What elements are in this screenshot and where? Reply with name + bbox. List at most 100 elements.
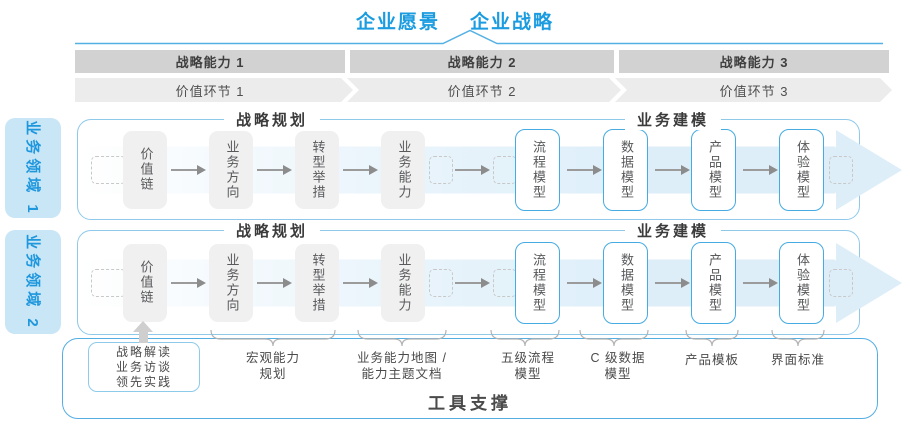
business-domain-tab-1: 业务领域 1: [5, 118, 61, 218]
annotation-line: 产品模板: [684, 353, 740, 367]
value-link-label-3: 价值环节 3: [619, 78, 889, 102]
annotation-line: 界面标准: [770, 353, 826, 367]
brace-icon: [357, 329, 447, 347]
annotation-macro-capability: 宏观能力 规划: [246, 350, 300, 382]
process-box-label: 业务方向: [224, 252, 240, 313]
annotation-product-template: 产品模板: [685, 352, 739, 368]
flow-arrow-icon: [743, 277, 778, 288]
process-box-label: 业务能力: [396, 252, 412, 313]
tool-support-container: 工具支撑: [62, 338, 878, 419]
process-box-value-chain: 价值链: [123, 130, 167, 209]
flow-arrow-icon: [567, 277, 602, 288]
flow-arrow-icon: [257, 164, 292, 175]
business-domain-label: 业务领域 2: [23, 233, 41, 331]
value-link-text: 价值环节 2: [447, 83, 517, 99]
process-box-data-model: 数据模型: [603, 241, 648, 324]
annotation-line: 规划: [259, 367, 287, 381]
brace-icon: [685, 329, 739, 347]
value-link-label-2: 价值环节 2: [350, 78, 614, 102]
dashed-placeholder: [91, 155, 126, 184]
process-box-business-capability: 业务能力: [381, 130, 425, 209]
dashed-placeholder: [493, 155, 517, 184]
section-title-business-modeling: 业务建模: [624, 220, 722, 241]
process-box-transformation: 转型举措: [295, 130, 339, 209]
brace-icon: [490, 329, 560, 347]
process-box-label: 产品模型: [706, 252, 722, 313]
big-flow-arrow-icon: [836, 129, 902, 210]
flow-arrow-icon: [343, 277, 378, 288]
flow-arrow-icon: [743, 164, 778, 175]
flow-arrow-icon: [655, 277, 690, 288]
process-box-label: 数据模型: [618, 252, 634, 313]
brace-icon: [771, 329, 825, 347]
annotation-line: 能力主题文档: [361, 367, 443, 381]
flow-arrow-icon: [343, 164, 378, 175]
value-link-text: 价值环节 1: [175, 83, 245, 99]
inputs-line: 业务访谈: [115, 359, 172, 374]
inputs-line: 战略解读: [115, 344, 172, 359]
annotation-process-model: 五级流程 模型: [501, 350, 555, 382]
process-box-label: 数据模型: [618, 139, 634, 200]
process-box-business-capability: 业务能力: [381, 243, 425, 322]
process-box-label: 产品模型: [706, 139, 722, 200]
dashed-placeholder: [829, 155, 853, 184]
process-box-experience-model: 体验模型: [779, 128, 824, 211]
process-box-experience-model: 体验模型: [779, 241, 824, 324]
enterprise-vision-label: 企业愿景: [355, 12, 440, 33]
dashed-placeholder: [829, 268, 853, 297]
process-box-process-model: 流程模型: [515, 128, 560, 211]
process-box-transformation: 转型举措: [295, 243, 339, 322]
process-box-product-model: 产品模型: [691, 128, 736, 211]
flow-arrow-icon: [171, 164, 206, 175]
up-arrow-icon: [133, 321, 153, 332]
process-box-label: 流程模型: [530, 139, 546, 200]
dashed-placeholder: [493, 268, 517, 297]
annotation-capability-map: 业务能力地图 / 能力主题文档: [357, 350, 447, 382]
brace-icon: [210, 329, 336, 347]
annotation-data-model: C 级数据 模型: [590, 350, 645, 382]
process-box-label: 价值链: [138, 147, 154, 192]
big-flow-arrow-icon: [836, 242, 902, 323]
business-domain-tab-2: 业务领域 2: [5, 230, 61, 334]
process-box-label: 转型举措: [310, 252, 326, 313]
strategic-capability-bar-1: 战略能力 1: [75, 50, 345, 73]
strategy-inputs-box: 战略解读 业务访谈 领先实践: [88, 342, 200, 392]
strategic-capability-label: 战略能力 3: [719, 55, 789, 70]
value-link-text: 价值环节 3: [719, 83, 789, 99]
annotation-ui-standard: 界面标准: [771, 352, 825, 368]
value-chain-chevrons: [75, 78, 892, 102]
enterprise-strategy-label: 企业战略: [470, 12, 555, 33]
process-box-label: 价值链: [138, 260, 154, 305]
business-domain-label: 业务领域 1: [23, 119, 41, 217]
inputs-line: 领先实践: [115, 374, 172, 389]
brace-icon: [579, 329, 649, 347]
section-title-strategic-planning: 战略规划: [223, 220, 321, 241]
annotation-line: 业务能力地图 /: [357, 351, 447, 365]
process-box-product-model: 产品模型: [691, 241, 736, 324]
flow-arrow-icon: [567, 164, 602, 175]
domain-2-flow-row: 战略规划 业务建模 价值链 业务方向 转型举措 业务能力 流程模型 数据模型 产…: [77, 220, 902, 335]
value-link-label-1: 价值环节 1: [75, 78, 345, 102]
domain-1-flow-row: 战略规划 业务建模 价值链 业务方向 转型举措 业务能力 流程模型 数据模型 产…: [77, 109, 902, 220]
dashed-placeholder: [429, 155, 453, 184]
up-arrow-icon: [139, 331, 148, 343]
section-title-business-modeling: 业务建模: [624, 109, 722, 130]
dashed-placeholder: [91, 268, 126, 297]
process-box-label: 业务能力: [396, 139, 412, 200]
flow-arrow-icon: [171, 277, 206, 288]
strategic-capability-bar-3: 战略能力 3: [619, 50, 889, 73]
section-title-strategic-planning: 战略规划: [223, 109, 321, 130]
flow-arrow-icon: [655, 164, 690, 175]
strategic-capability-bar-2: 战略能力 2: [350, 50, 614, 73]
process-box-value-chain: 价值链: [123, 243, 167, 322]
process-box-label: 转型举措: [310, 139, 326, 200]
flow-arrow-icon: [257, 277, 292, 288]
dashed-placeholder: [429, 268, 453, 297]
process-box-label: 体验模型: [794, 252, 810, 313]
process-box-business-direction: 业务方向: [209, 130, 253, 209]
annotation-line: 宏观能力: [245, 351, 301, 365]
process-box-process-model: 流程模型: [515, 241, 560, 324]
strategic-capability-label: 战略能力 1: [175, 55, 245, 70]
enterprise-header: 企业愿景 企业战略: [0, 7, 910, 34]
